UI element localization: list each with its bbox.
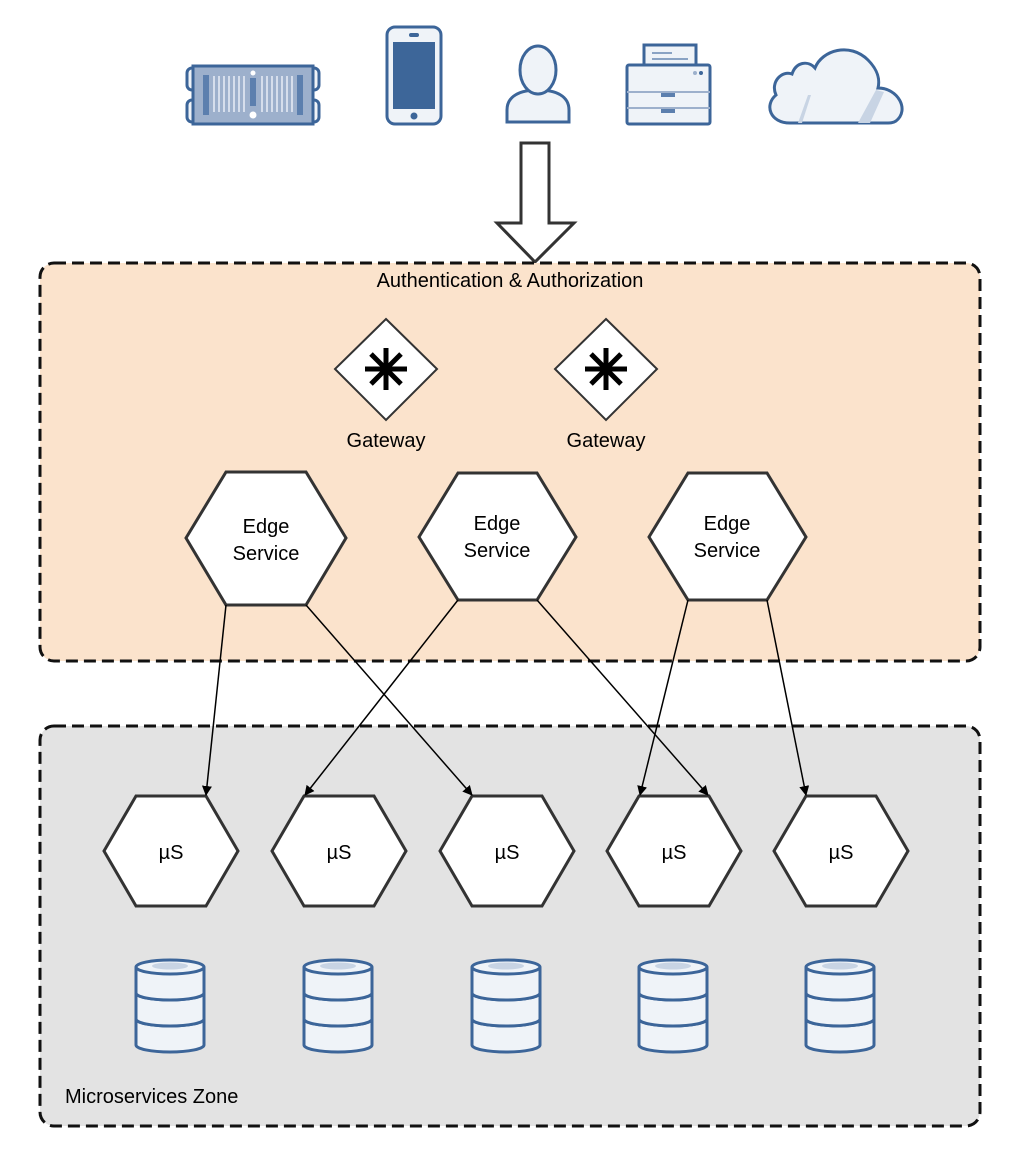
database-icon: [302, 958, 374, 1054]
microservices-zone-title: Microservices Zone: [65, 1086, 238, 1108]
edge-service-label: Edge: [704, 513, 751, 535]
microservice-label: µS: [662, 842, 687, 864]
microservice-label: µS: [495, 842, 520, 864]
microservice-1: µS: [102, 794, 240, 908]
edge-service-label: Edge: [474, 513, 521, 535]
microservice-label: µS: [159, 842, 184, 864]
edge-service-2: Edge Service: [417, 471, 578, 602]
microservice-5: µS: [772, 794, 910, 908]
connection-edge2-ms4: [536, 599, 709, 796]
server-icon: [185, 64, 321, 126]
gateway-label: Gateway: [567, 430, 646, 452]
microservice-label: µS: [829, 842, 854, 864]
connection-edge1-ms3: [305, 604, 473, 796]
database-icon: [470, 958, 542, 1054]
microservice-4: µS: [605, 794, 743, 908]
asterisk-icon: [365, 348, 407, 390]
database-icon: [637, 958, 709, 1054]
gateway-2: Gateway: [553, 317, 659, 452]
asterisk-icon: [585, 348, 627, 390]
request-flow-arrow: [493, 141, 578, 265]
microservices-zone: [38, 724, 982, 1128]
edge-service-label: Service: [464, 540, 531, 562]
connection-edge2-ms2: [304, 599, 459, 796]
edge-service-label: Edge: [243, 516, 290, 538]
gateway-1: Gateway: [333, 317, 439, 452]
edge-service-label: Service: [233, 543, 300, 565]
edge-service-3: Edge Service: [647, 471, 808, 602]
gateway-label: Gateway: [347, 430, 426, 452]
microservice-3: µS: [438, 794, 576, 908]
printer-icon: [625, 43, 712, 126]
connection-edge1-ms1: [201, 604, 227, 796]
microservice-label: µS: [327, 842, 352, 864]
auth-zone-title: Authentication & Authorization: [377, 270, 644, 292]
user-icon: [505, 44, 571, 124]
database-icon: [804, 958, 876, 1054]
database-icon: [134, 958, 206, 1054]
connection-edge3-ms5: [766, 599, 810, 796]
phone-icon: [385, 25, 443, 126]
connection-edge3-ms4: [637, 599, 689, 796]
cloud-icon: [768, 48, 904, 125]
microservice-2: µS: [270, 794, 408, 908]
edge-service-label: Service: [694, 540, 761, 562]
